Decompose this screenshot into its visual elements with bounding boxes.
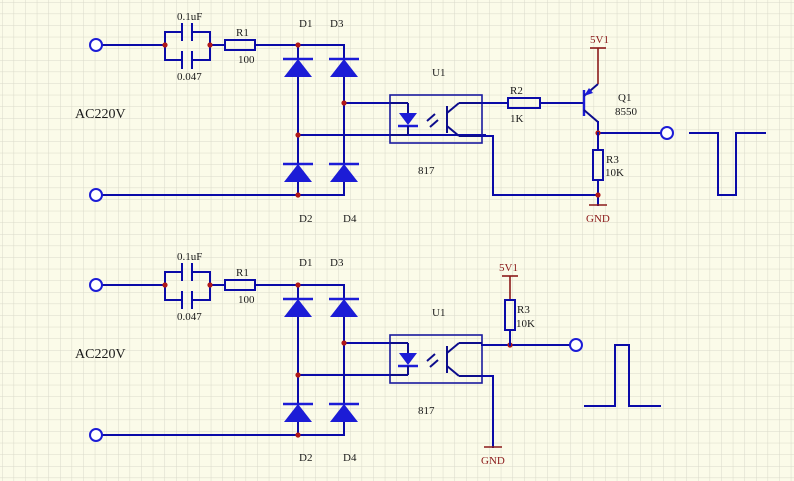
d2-label: D2 — [299, 452, 312, 464]
capacitor-network — [164, 271, 226, 301]
optocoupler — [389, 94, 483, 144]
output-wiring — [481, 102, 599, 196]
r1-name-label: R1 — [236, 27, 249, 39]
capacitor-c1 — [181, 263, 193, 281]
source-label: AC220V — [75, 347, 126, 362]
junction-dot — [341, 100, 347, 106]
source-label: AC220V — [75, 107, 126, 122]
resistor-r2 — [507, 97, 541, 109]
junction-dot — [207, 42, 213, 48]
optocoupler — [389, 334, 483, 384]
ac-input-wiring — [102, 44, 345, 196]
d1-label: D1 — [299, 257, 312, 269]
junction-dot — [341, 340, 347, 346]
supply-label: 5V1 — [590, 34, 609, 46]
q1-part-label: 8550 — [615, 106, 638, 118]
junction-dot — [295, 132, 301, 138]
r3-name-label: R3 — [517, 304, 530, 316]
junction-dot — [295, 192, 301, 198]
junction-dot — [295, 42, 301, 48]
u1-part-label: 817 — [418, 165, 435, 177]
output-terminal[interactable] — [660, 126, 674, 140]
d3-label: D3 — [330, 18, 344, 30]
diode-d4 — [329, 162, 359, 182]
ac-terminal-1[interactable] — [89, 278, 103, 292]
ground-label: GND — [586, 213, 610, 225]
output-waveform — [584, 344, 661, 407]
capacitor-c2 — [181, 51, 193, 69]
circuit-top: AC220V 0.1uF 0.047 R1 100 — [75, 11, 766, 225]
junction-dot — [295, 432, 301, 438]
diode-d1 — [283, 297, 313, 317]
diode-d3 — [329, 297, 359, 317]
d3-label: D3 — [330, 257, 344, 269]
diode-d2 — [283, 402, 313, 422]
diode-d3 — [329, 57, 359, 77]
supply-label: 5V1 — [499, 262, 518, 274]
transistor-q1 — [582, 48, 599, 134]
diode-d1 — [283, 57, 313, 77]
d1-label: D1 — [299, 18, 312, 30]
r1-value-label: 100 — [238, 294, 255, 306]
u1-part-label: 817 — [418, 405, 435, 417]
ground-label: GND — [481, 455, 505, 467]
cap2-value-label: 0.047 — [177, 311, 202, 323]
junction-dot — [595, 192, 601, 198]
output-terminal[interactable] — [569, 338, 583, 352]
r3-value-label: 10K — [605, 167, 624, 179]
capacitor-c1 — [181, 23, 193, 41]
r1-value-label: 100 — [238, 54, 255, 66]
r1-name-label: R1 — [236, 267, 249, 279]
capacitor-c2 — [181, 291, 193, 309]
output-wiring — [481, 344, 571, 448]
d2-label: D2 — [299, 213, 312, 225]
junction-dot — [162, 282, 168, 288]
junction-dot — [207, 282, 213, 288]
r3-name-label: R3 — [606, 154, 619, 166]
cap1-value-label: 0.1uF — [177, 251, 202, 263]
cap2-value-label: 0.047 — [177, 71, 202, 83]
ac-terminal-1[interactable] — [89, 38, 103, 52]
ac-terminal-2[interactable] — [89, 428, 103, 442]
output-waveform — [689, 132, 766, 196]
ac-terminal-2[interactable] — [89, 188, 103, 202]
diode-d2 — [283, 162, 313, 182]
junction-dot — [295, 372, 301, 378]
junction-dot — [162, 42, 168, 48]
q1-name-label: Q1 — [618, 92, 631, 104]
cap1-value-label: 0.1uF — [177, 11, 202, 23]
r3-value-label: 10K — [516, 318, 535, 330]
d4-label: D4 — [343, 213, 357, 225]
d4-label: D4 — [343, 452, 357, 464]
r2-value-label: 1K — [510, 113, 524, 125]
diode-d4 — [329, 402, 359, 422]
u1-label: U1 — [432, 67, 445, 79]
u1-label: U1 — [432, 307, 445, 319]
r2-name-label: R2 — [510, 85, 523, 97]
junction-dot — [295, 282, 301, 288]
circuit-bottom: AC220V 0.1uF 0.047 R1 100 — [75, 251, 661, 467]
